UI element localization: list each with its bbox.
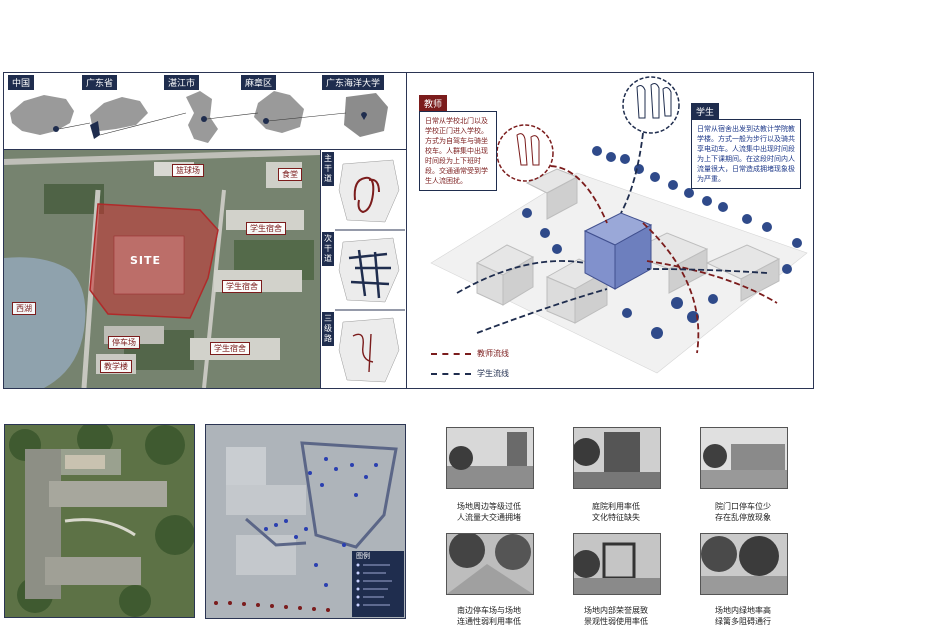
photo-4-caption: 南边停车场与场地 连通性弱利用率低: [457, 606, 521, 626]
photo-6: [700, 533, 788, 595]
zhanjiang-highlight: [201, 116, 207, 122]
label-dorm-2: 学生宿舍: [222, 280, 262, 293]
student-callout: 日常从宿舍出发到达教计学院教学楼。方式一般为步行以及骑共享电动车。人流集中出现时…: [691, 119, 801, 189]
drone-drawing: [5, 425, 194, 617]
guangdong-highlight: [90, 121, 100, 139]
secondary-road-path: [348, 249, 391, 299]
student-flow-line-1: [456, 260, 586, 294]
aerial-drawing: [4, 150, 320, 388]
west-lake-water: [4, 257, 86, 388]
photo-5-caption: 场地内部荣誉展致 景观性弱使用率低: [584, 606, 648, 626]
china-highlight: [53, 126, 59, 132]
site-aerial-map: 篮球场 食堂 学生宿舍 学生宿舍 学生宿舍 西湖 停车场 教学楼 SITE: [3, 149, 321, 389]
label-dorm-3: 学生宿舍: [210, 342, 250, 355]
drone-photo: [4, 424, 195, 618]
primary-road-path: [353, 176, 375, 214]
student-callout-head: 学生: [691, 103, 720, 120]
teacher-icon: [496, 124, 554, 182]
location-label-zhanjiang: 湛江市: [164, 75, 200, 90]
location-label-china: 中国: [8, 75, 35, 90]
teacher-flow-legend: 教师流线: [477, 349, 509, 358]
student-flow-legend-line: [431, 373, 471, 375]
student-flow-line-2: [646, 268, 768, 274]
photo-1-caption: 场地周边等级过低 人流量大交通拥堵: [457, 502, 521, 522]
site-label: SITE: [130, 254, 162, 267]
road-hierarchy: 主干道 次干道 三级路: [320, 149, 407, 389]
site-plan: 图例: [205, 424, 406, 619]
axonometric-analysis: 教师 日常从学校北门以及学校正门进入学校。方式为自驾车与骑坐校车。人群集中出现时…: [406, 72, 814, 389]
tertiary-road-path: [352, 333, 374, 373]
label-dorm-1: 学生宿舍: [246, 222, 286, 235]
road-label-secondary: 次干道: [322, 232, 334, 266]
location-maps: [10, 91, 388, 143]
teacher-callout: 日常从学校北门以及学校正门进入学校。方式为自驾车与骑坐校车。人群集中出现时间段为…: [419, 111, 497, 191]
photo-1: [446, 427, 534, 489]
road-diagrams: [335, 159, 405, 383]
location-label-guangdong: 广东省: [82, 75, 118, 90]
location-strip: 中国 广东省 湛江市 麻章区 广东海洋大学: [3, 72, 407, 150]
label-west-lake: 西湖: [12, 302, 36, 315]
guangdong-map: [90, 97, 148, 131]
teacher-flow-line-3: [646, 260, 778, 304]
photo-2-caption: 庭院利用率低 文化特征缺失: [592, 502, 640, 522]
mazhang-highlight: [263, 118, 269, 124]
label-canteen: 食堂: [278, 168, 302, 181]
location-label-university: 广东海洋大学: [322, 75, 385, 90]
student-flow-line-3: [476, 288, 608, 334]
site-boundary: [89, 203, 219, 319]
photo-4: [446, 533, 534, 595]
label-basketball-court: 篮球场: [172, 164, 204, 177]
label-parking: 停车场: [108, 336, 140, 349]
university-pin-icon: [361, 112, 367, 120]
location-label-mazhang: 麻章区: [241, 75, 277, 90]
photo-6-caption: 场地内绿地率高 绿篱多阻碍通行: [715, 606, 771, 626]
plan-legend-title: 图例: [356, 552, 370, 560]
photo-2: [573, 427, 661, 489]
teacher-flow-line-2: [642, 222, 700, 354]
label-teaching-building: 教学楼: [100, 360, 132, 373]
teacher-flow-legend-line: [431, 353, 471, 355]
mazhang-map: [254, 91, 304, 133]
plan-drawing: [206, 425, 405, 618]
teacher-callout-head: 教师: [419, 95, 448, 112]
road-label-primary: 主干道: [322, 152, 334, 186]
road-label-tertiary: 三级路: [322, 312, 334, 346]
photo-5: [573, 533, 661, 595]
china-map: [10, 95, 74, 135]
student-flow-line-4: [620, 132, 644, 214]
student-flow-legend: 学生流线: [477, 369, 509, 378]
photo-3: [700, 427, 788, 489]
axon-drawing: [430, 76, 808, 374]
photo-3-caption: 院门口停车位少 存在乱停放现象: [715, 502, 771, 522]
